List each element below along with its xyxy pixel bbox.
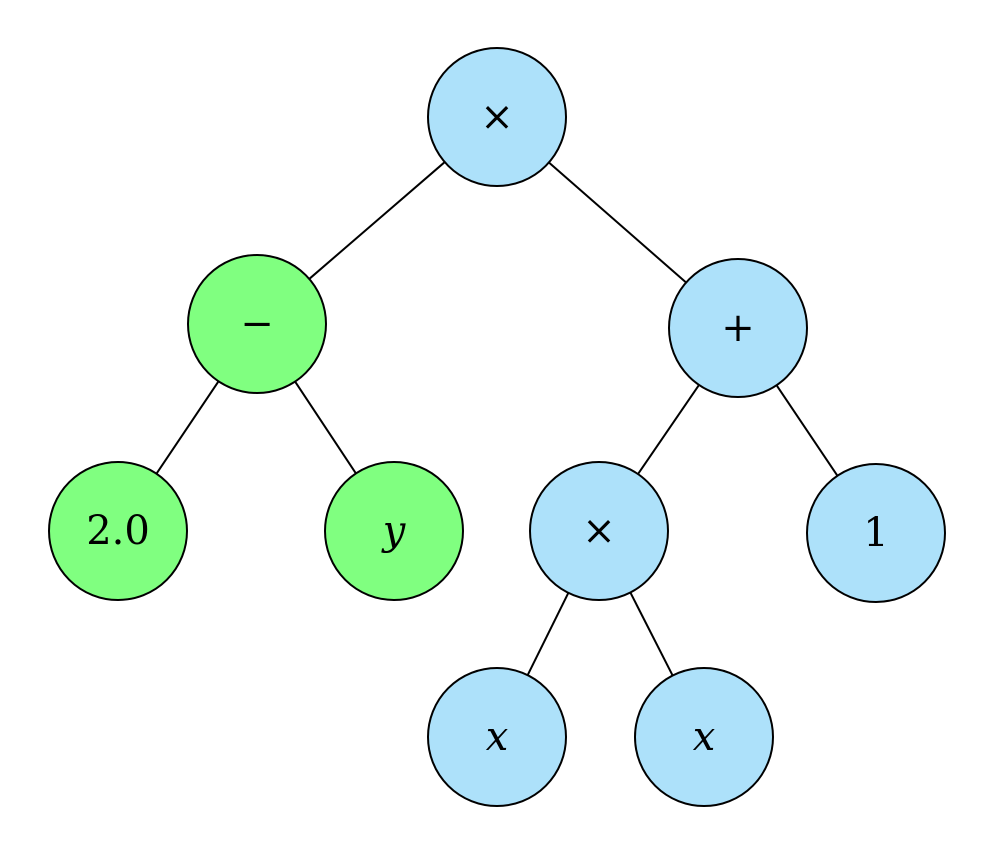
edge-root-to-plus [548, 161, 687, 284]
node-circle-plus [668, 258, 808, 398]
node-circle-const [48, 461, 188, 601]
node-label-times: × [582, 508, 616, 554]
node-root: × [427, 47, 567, 187]
node-label-var-y: y [381, 508, 407, 554]
edge-plus-to-one [775, 384, 839, 477]
edge-minus-to-var-y [294, 380, 357, 475]
node-minus: − [187, 254, 327, 394]
node-label-root: × [480, 94, 514, 140]
tree-nodes: × − +2.0 y × 1 x x [48, 47, 946, 807]
node-one: 1 [806, 463, 946, 603]
node-label-one: 1 [863, 510, 888, 556]
node-label-plus: + [721, 305, 755, 351]
node-circle-root [427, 47, 567, 187]
edge-times-to-var-x-left [526, 592, 570, 676]
node-var-x-left: x [427, 667, 567, 807]
node-label-var-x-left: x [486, 714, 509, 760]
node-label-minus: − [240, 301, 274, 347]
node-times: × [529, 461, 669, 601]
node-var-x-right: x [634, 667, 774, 807]
node-circle-var-y [324, 461, 464, 601]
node-circle-minus [187, 254, 327, 394]
edge-minus-to-const [155, 380, 220, 475]
node-circle-one [806, 463, 946, 603]
node-label-var-x-right: x [693, 714, 716, 760]
node-circle-var-x-left [427, 667, 567, 807]
node-var-y: y [324, 461, 464, 601]
edge-root-to-minus [308, 161, 446, 280]
edge-times-to-var-x-right [629, 592, 674, 676]
node-plus: + [668, 258, 808, 398]
node-const: 2.0 [48, 461, 188, 601]
tree-edges [155, 161, 839, 676]
edge-plus-to-times [637, 384, 700, 475]
node-label-const: 2.0 [86, 508, 150, 554]
node-circle-times [529, 461, 669, 601]
node-circle-var-x-right [634, 667, 774, 807]
